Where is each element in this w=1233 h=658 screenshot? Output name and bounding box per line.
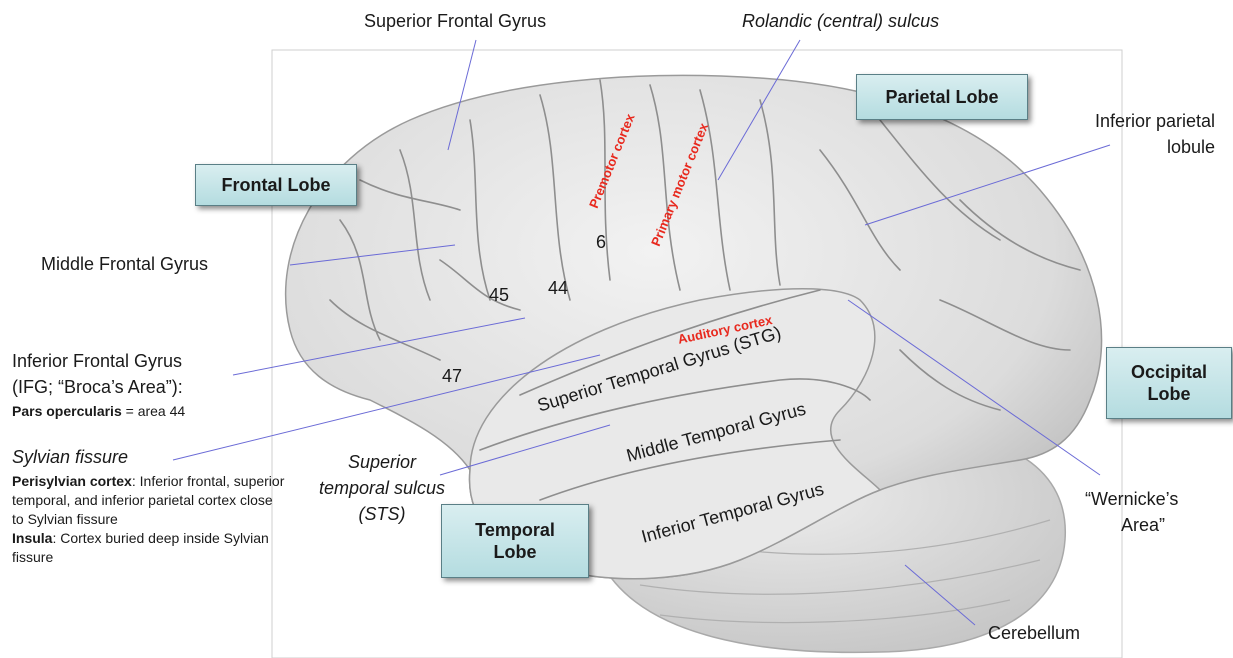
insula-note: Insula: Cortex buried deep inside Sylvia…: [12, 529, 274, 567]
temporal-line-2: Lobe: [494, 541, 537, 563]
inferior-parietal-label-2: lobule: [1060, 136, 1215, 158]
area-47-label: 47: [442, 366, 462, 387]
frontal-lobe-box: Frontal Lobe: [195, 164, 357, 206]
area-6-label: 6: [596, 232, 606, 253]
middle-frontal-gyrus-label: Middle Frontal Gyrus: [41, 253, 208, 275]
inferior-parietal-label-1: Inferior parietal: [1060, 110, 1215, 132]
sylvian-fissure-label: Sylvian fissure: [12, 446, 128, 468]
cerebellum-label: Cerebellum: [988, 622, 1080, 644]
occipital-line-1: Occipital: [1131, 361, 1207, 383]
ifg-label-1: Inferior Frontal Gyrus: [12, 350, 182, 372]
parietal-lobe-box: Parietal Lobe: [856, 74, 1028, 120]
pars-opercularis-note: Pars opercularis = area 44: [12, 402, 272, 421]
rolandic-sulcus-label: Rolandic (central) sulcus: [742, 10, 939, 32]
sts-label-2: temporal sulcus: [318, 477, 446, 499]
area-45-label: 45: [489, 285, 509, 306]
wernicke-label-2: Area”: [1121, 514, 1165, 536]
occipital-lobe-box: Occipital Lobe: [1106, 347, 1232, 419]
ifg-label-2: (IFG; “Broca’s Area”):: [12, 376, 183, 398]
perisylvian-note: Perisylvian cortex: Inferior frontal, su…: [12, 472, 287, 529]
occipital-line-2: Lobe: [1148, 383, 1191, 405]
area-44-label: 44: [548, 278, 568, 299]
superior-frontal-gyrus-label: Superior Frontal Gyrus: [364, 10, 546, 32]
wernicke-label-1: “Wernicke’s: [1085, 488, 1178, 510]
sts-label-1: Superior: [318, 451, 446, 473]
temporal-lobe-box: Temporal Lobe: [441, 504, 589, 578]
temporal-line-1: Temporal: [475, 519, 555, 541]
sts-label-3: (STS): [318, 503, 446, 525]
